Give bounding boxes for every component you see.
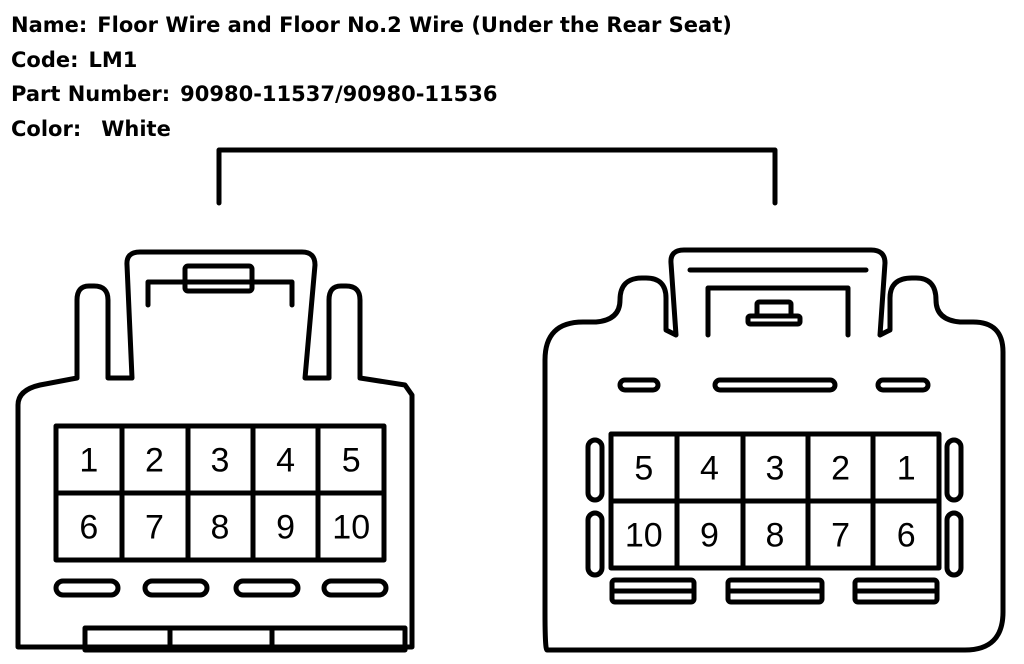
right-housing: [542, 247, 1006, 653]
pin-2-label: 2: [145, 442, 164, 480]
pin-4-label: 4: [700, 450, 719, 488]
left-lock-tab: [182, 263, 255, 294]
pin-3-label: 3: [766, 450, 785, 488]
pin-5-label: 5: [634, 450, 653, 488]
part-number-label: Part Number:: [11, 82, 171, 106]
right-latch-frame: [705, 285, 851, 338]
left-housing: [15, 249, 415, 650]
color-label: Color:: [11, 116, 82, 141]
pin-1-label: 1: [897, 450, 916, 488]
pin-6-label: 6: [79, 509, 98, 547]
pin-8-label: 8: [766, 517, 785, 555]
pin-4-label: 4: [276, 442, 295, 480]
right-slot-small: [875, 377, 931, 393]
left-rail-dividers: [167, 625, 275, 653]
right-lock-base: [745, 313, 803, 327]
name-value: Floor Wire and Floor No.2 Wire (Under th…: [97, 13, 732, 37]
left-slot: [233, 578, 301, 598]
color-value: White: [101, 116, 171, 141]
right-slot-long: [712, 377, 838, 393]
left-slot: [53, 578, 121, 598]
part-number-value: 90980-11537/90980-11536: [180, 82, 498, 106]
pin-3-label: 3: [211, 442, 230, 480]
code-value: LM1: [88, 47, 138, 72]
left-pin-labels: 1 2 3 4 5 6 7 8 9 10: [79, 442, 370, 547]
right-connector: 5 4 3 2 1 10 9 8 7 6: [542, 247, 1006, 653]
part-number-line: Part Number: 90980-11537/90980-11536: [11, 77, 732, 112]
connector-info: Name: Floor Wire and Floor No.2 Wire (Und…: [11, 8, 732, 146]
color-line: Color: White: [11, 112, 732, 147]
right-slot-small: [617, 377, 661, 393]
right-side-slot: [585, 510, 605, 578]
right-column-dividers: [674, 431, 876, 571]
left-column-dividers: [119, 423, 321, 563]
left-connector: 1 2 3 4 5 6 7 8 9 10: [15, 249, 415, 653]
pin-9-label: 9: [276, 509, 295, 547]
code-label: Code:: [11, 47, 79, 72]
pin-10-label: 10: [625, 517, 663, 555]
left-bottom-rail: [82, 625, 408, 653]
pin-7-label: 7: [831, 517, 850, 555]
pin-6-label: 6: [897, 517, 916, 555]
right-pin-labels: 5 4 3 2 1 10 9 8 7 6: [625, 450, 916, 555]
name-line: Name: Floor Wire and Floor No.2 Wire (Und…: [11, 8, 732, 43]
pin-8-label: 8: [211, 509, 230, 547]
left-latch-frame: [145, 279, 295, 308]
left-slot: [142, 578, 210, 598]
name-label: Name:: [11, 13, 88, 37]
right-side-slot: [944, 437, 964, 503]
left-slot: [321, 578, 389, 598]
pin-5-label: 5: [342, 442, 361, 480]
right-side-slot: [944, 510, 964, 578]
pin-1-label: 1: [79, 442, 98, 480]
code-line: Code: LM1: [11, 43, 732, 78]
mating-bracket: [216, 147, 778, 206]
pin-9-label: 9: [700, 517, 719, 555]
pin-10-label: 10: [332, 509, 370, 547]
right-side-slot: [585, 437, 605, 503]
pin-2-label: 2: [831, 450, 850, 488]
pin-7-label: 7: [145, 509, 164, 547]
